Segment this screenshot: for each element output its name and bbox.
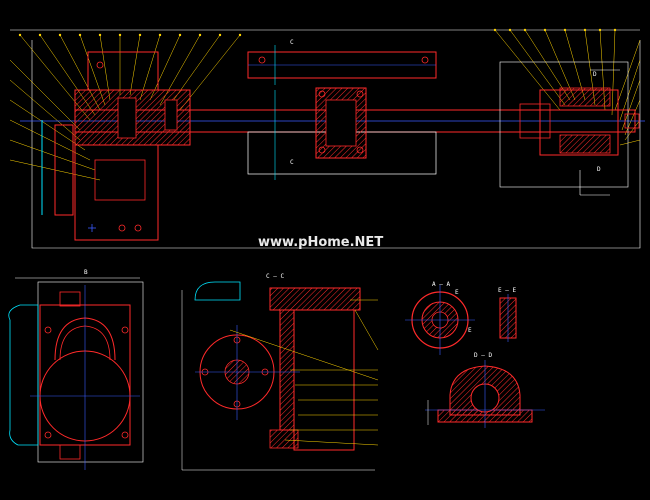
item-callouts — [18, 28, 617, 37]
rail-bolt-left — [258, 56, 266, 64]
left-gearbox — [41, 51, 191, 241]
section-label-dd: D — D — [474, 352, 492, 359]
view-b-housing: B — [8, 269, 144, 470]
watermark: www.pHome.NET — [258, 235, 383, 250]
section-label-e2: E — [468, 327, 472, 334]
section-label-c-mid: C — [290, 159, 294, 166]
section-label-d-right-lower: D — [597, 166, 601, 173]
right-end-assembly — [499, 61, 640, 196]
section-label-cc: C — C — [266, 273, 284, 280]
section-label-ee: E — E — [498, 287, 516, 294]
section-label-c-top: C — [290, 39, 294, 46]
view-aa-section: A — A E E — [405, 281, 475, 355]
view-cc-section: C — C — [181, 273, 379, 471]
section-label-e1: E — [455, 289, 459, 296]
view-dd-section: D — D — [425, 352, 545, 428]
view-ee-section: E — E — [498, 287, 517, 342]
overall-dimension-frame — [31, 40, 641, 249]
section-label-aa: A — A — [432, 281, 450, 288]
main-assembly-view: C C D D www.pHome.NET — [9, 29, 645, 250]
rail-bolt-right — [421, 56, 429, 64]
section-label-d-right: D — [593, 71, 597, 78]
section-label-b: B — [84, 269, 88, 276]
